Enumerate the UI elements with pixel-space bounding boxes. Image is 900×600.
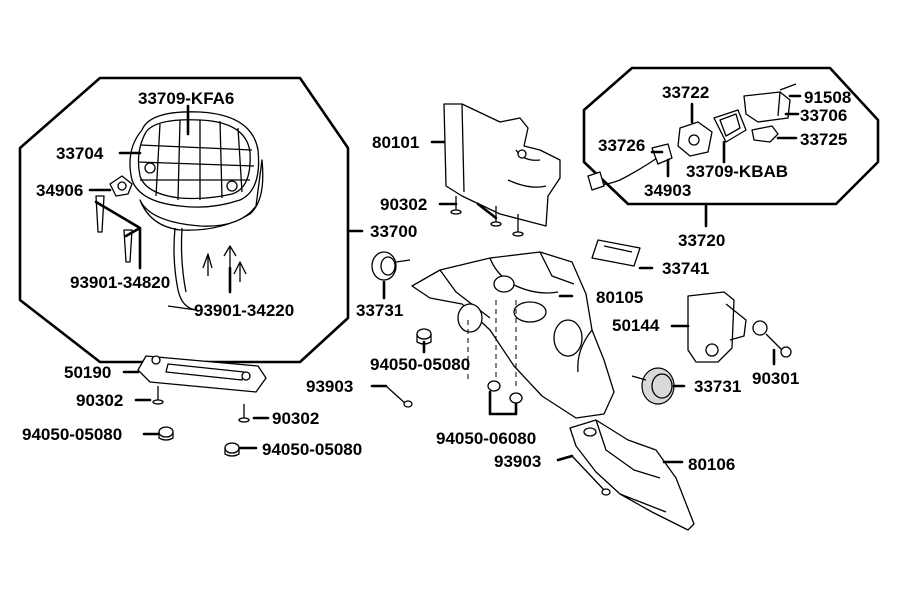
bracket-50144	[687, 291, 747, 363]
label-93901-34820: 93901-34820	[70, 273, 170, 292]
screw-93903-mid	[385, 385, 413, 408]
screw-90302-right	[238, 404, 250, 423]
screw-91508	[779, 83, 797, 91]
license-light-group-outline	[582, 66, 880, 206]
label-90302-top: 90302	[380, 195, 427, 214]
mudguard-80105	[411, 251, 615, 419]
bracket-80101	[443, 103, 561, 227]
label-93903-bottom: 93903	[494, 452, 541, 471]
plate-50190	[137, 355, 267, 393]
label-80101: 80101	[372, 133, 419, 152]
reflector-33731-left	[371, 251, 411, 281]
screw-90302-left	[152, 386, 164, 405]
label-33741: 33741	[662, 259, 709, 278]
label-90301: 90301	[752, 369, 799, 388]
lens-33725	[751, 125, 779, 143]
cover-80106	[569, 419, 695, 531]
label-33731-left: 33731	[356, 301, 403, 320]
label-33706: 33706	[800, 106, 847, 125]
label-33725: 33725	[800, 130, 847, 149]
label-33720: 33720	[678, 231, 725, 250]
label-94050-05080-bottom: 94050-05080	[262, 440, 362, 459]
harness-33726	[587, 143, 673, 191]
label-33709-kfa6: 33709-KFA6	[138, 89, 234, 108]
nut-94050-05080-bottom	[224, 442, 240, 457]
screw-93901-34220	[202, 245, 247, 282]
bulb-34906	[109, 175, 133, 197]
nut-94050-06080	[487, 380, 523, 404]
label-33731-right: 33731	[694, 377, 741, 396]
label-33709-kbab: 33709-KBAB	[686, 162, 788, 181]
label-93901-34220: 93901-34220	[194, 301, 294, 320]
label-80106: 80106	[688, 455, 735, 474]
label-50190: 50190	[64, 363, 111, 382]
reflector-33731-right	[631, 367, 675, 405]
label-94050-05080-left: 94050-05080	[22, 425, 122, 444]
label-33722: 33722	[662, 83, 709, 102]
nut-94050-05080-left	[158, 426, 174, 441]
label-91508: 91508	[804, 88, 851, 107]
plate-33741	[591, 239, 641, 267]
label-34903: 34903	[644, 181, 691, 200]
taillight-lens	[129, 111, 264, 311]
label-80105: 80105	[596, 288, 643, 307]
bolt-90301	[752, 320, 792, 358]
label-93903-mid: 93903	[306, 377, 353, 396]
label-94050-06080: 94050-06080	[436, 429, 536, 448]
label-94050-05080-mid: 94050-05080	[370, 355, 470, 374]
screw-93903-bottom	[571, 455, 611, 496]
socket-33722	[677, 121, 713, 157]
label-90302-left: 90302	[76, 391, 123, 410]
label-33726: 33726	[598, 136, 645, 155]
label-34906: 34906	[36, 181, 83, 200]
taillight-group-outline	[18, 76, 350, 364]
light-cover-33706	[743, 91, 791, 123]
label-33700: 33700	[370, 222, 417, 241]
label-90302-right: 90302	[272, 409, 319, 428]
label-50144: 50144	[612, 316, 660, 335]
label-33704: 33704	[56, 144, 104, 163]
gasket-33709-kbab	[713, 109, 747, 143]
